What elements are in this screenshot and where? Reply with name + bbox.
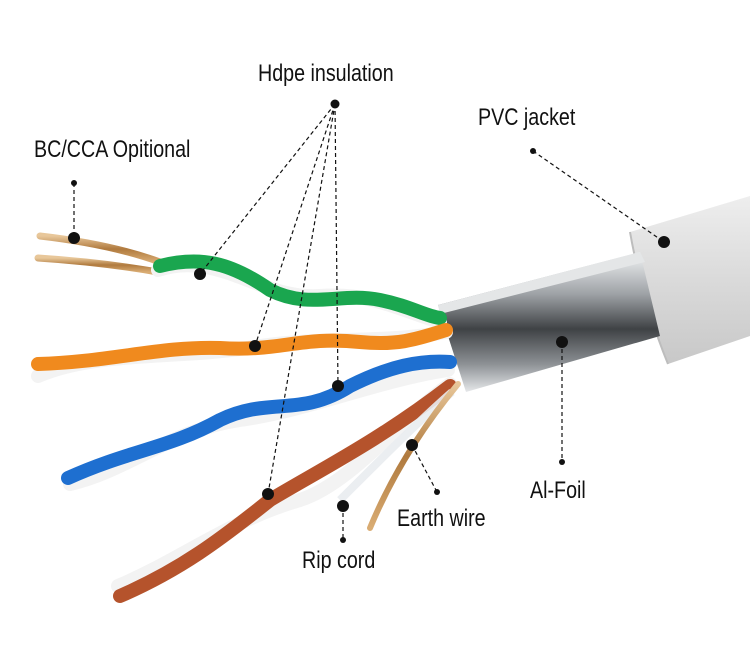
green-pair bbox=[151, 254, 447, 329]
blue-pair bbox=[61, 354, 457, 491]
callout-dots bbox=[68, 99, 670, 543]
al-foil-shield bbox=[438, 252, 660, 392]
label-pvc-jacket: PVC jacket bbox=[478, 104, 576, 131]
label-bc-cca-optional: BC/CCA Opitional bbox=[34, 136, 191, 163]
leader-lines bbox=[73, 103, 665, 540]
label-al-foil: Al-Foil bbox=[530, 477, 586, 504]
copper-conductors bbox=[34, 232, 164, 276]
brown-pair bbox=[111, 377, 457, 603]
label-rip-cord: Rip cord bbox=[302, 547, 376, 574]
label-hdpe-insulation: Hdpe insulation bbox=[258, 60, 394, 87]
earth-wire bbox=[367, 381, 461, 531]
label-earth-wire: Earth wire bbox=[397, 505, 486, 532]
